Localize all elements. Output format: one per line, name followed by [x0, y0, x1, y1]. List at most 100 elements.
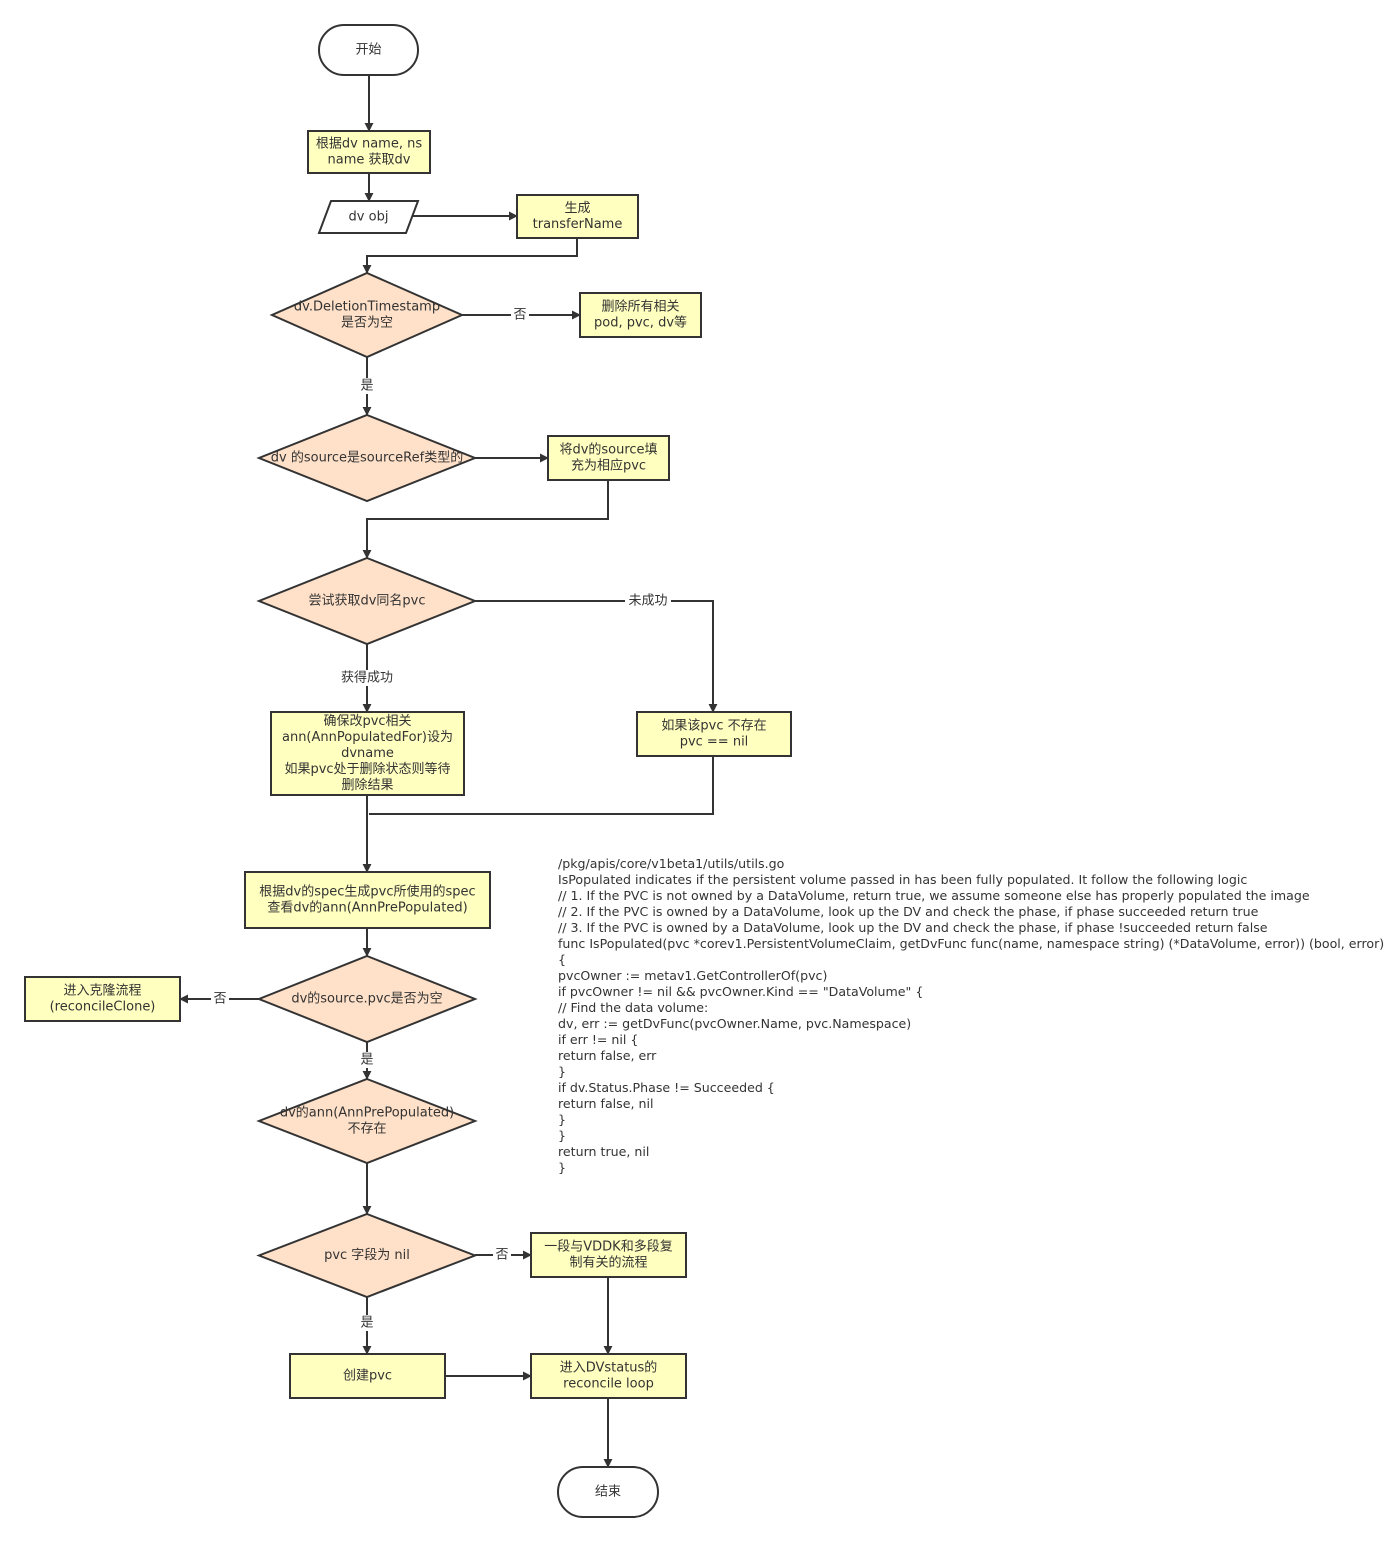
node-label: 结束	[595, 1485, 621, 1500]
process-shape	[547, 435, 670, 481]
node-label: 充为相应pvc	[571, 458, 646, 474]
code-line: }	[558, 1128, 567, 1143]
code-line: // 1. If the PVC is not owned by a DataV…	[558, 888, 1310, 903]
code-line: }	[558, 1160, 567, 1175]
code-line: IsPopulated indicates if the persistent …	[558, 872, 1248, 887]
edge-check-source-pvc-to-check-ann-prepop: 是	[358, 1042, 376, 1080]
node-label: 是否为空	[341, 316, 393, 331]
edge-label-bg	[211, 991, 229, 1007]
process-shape	[516, 194, 639, 239]
node-check-ann-prepop: dv的ann(AnnPrePopulated)不存在	[256, 1077, 478, 1165]
edge-label: 是	[360, 379, 373, 394]
code-line: func IsPopulated(pvc *corev1.PersistentV…	[558, 936, 1385, 951]
node-label: 确保改pvc相关	[323, 714, 411, 729]
edge-label-bg	[358, 1315, 376, 1331]
edge-label: 获得成功	[341, 670, 393, 686]
edge-label: 未成功	[628, 594, 667, 609]
code-line: }	[558, 1112, 567, 1127]
node-label: 将dv的source填	[559, 442, 657, 458]
edge-fill-source-to-try-get-pvc	[362, 480, 609, 559]
process-shape	[579, 292, 702, 338]
node-label: (reconcileClone)	[50, 1000, 156, 1015]
data-shape	[317, 200, 420, 234]
process-shape	[530, 1232, 687, 1278]
node-label: 如果pvc处于删除状态则等待	[284, 761, 450, 777]
code-line: // 2. If the PVC is owned by a DataVolum…	[558, 904, 1259, 919]
code-line: if err != nil {	[558, 1032, 639, 1047]
edge-label-bg	[493, 1247, 511, 1263]
code-line: return false, nil	[558, 1096, 654, 1111]
node-label: 创建pvc	[343, 1369, 392, 1384]
node-ensure-ann: 确保改pvc相关ann(AnnPopulatedFor)设为dvname如果pv…	[270, 711, 465, 796]
code-line: }	[558, 1064, 567, 1079]
code-line: if dv.Status.Phase != Succeeded {	[558, 1080, 775, 1095]
decision-shape	[256, 1212, 478, 1299]
node-start: 开始	[318, 24, 419, 76]
code-line: // Find the data volume:	[558, 1000, 709, 1015]
code-line: /pkg/apis/core/v1beta1/utils/utils.go	[558, 856, 785, 871]
edge-label-bg	[511, 307, 529, 323]
node-label: name 获取dv	[328, 153, 411, 168]
node-check-sourceref: dv 的source是sourceRef类型的	[256, 413, 478, 503]
decision-shape	[256, 556, 478, 646]
edge-try-get-pvc-to-pvc-not-exist: 未成功	[475, 593, 718, 713]
node-label: dvname	[341, 746, 394, 761]
code-line: // 3. If the PVC is owned by a DataVolum…	[558, 920, 1268, 935]
node-create-pvc: 创建pvc	[289, 1353, 446, 1399]
decision-shape	[256, 954, 478, 1044]
edge-label: 否	[513, 308, 526, 323]
edge-label-bg	[625, 593, 671, 609]
edge-label: 否	[213, 992, 226, 1007]
node-label: 进入DVstatus的	[560, 1360, 658, 1376]
edge-label: 是	[360, 1053, 373, 1068]
edge-label-bg	[337, 670, 397, 686]
process-shape	[307, 130, 431, 174]
process-shape	[636, 711, 792, 757]
edge-line	[369, 756, 714, 815]
edge-label: 否	[495, 1248, 508, 1263]
code-line: pvcOwner := metav1.GetControllerOf(pvc)	[558, 968, 828, 983]
code-line: dv, err := getDvFunc(pvcOwner.Name, pvc.…	[558, 1016, 912, 1031]
node-label: pvc == nil	[680, 735, 749, 750]
node-label: 查看dv的ann(AnnPrePopulated)	[267, 900, 467, 916]
process-shape	[270, 711, 465, 796]
code-line: if pvcOwner != nil && pvcOwner.Kind == "…	[558, 984, 924, 999]
edge-check-deletion-to-delete-related: 否	[462, 307, 581, 323]
edge-label-bg	[358, 378, 376, 394]
decision-shape	[269, 271, 465, 359]
node-check-source-pvc: dv的source.pvc是否为空	[256, 954, 478, 1044]
node-label: 尝试获取dv同名pvc	[308, 593, 425, 609]
code-line: return false, err	[558, 1048, 657, 1063]
terminal-shape	[318, 24, 419, 76]
node-label: ann(AnnPopulatedFor)设为	[282, 730, 453, 745]
edge-check-pvc-nil-to-create-pvc: 是	[358, 1297, 376, 1355]
node-label: 制有关的流程	[569, 1255, 647, 1271]
decision-shape	[256, 413, 478, 503]
node-label: 不存在	[347, 1122, 386, 1137]
edge-label-bg	[358, 1052, 376, 1068]
node-label: dv 的source是sourceRef类型的	[271, 450, 463, 466]
edge-line	[362, 480, 609, 559]
code-line: return true, nil	[558, 1144, 650, 1159]
node-label: dv的ann(AnnPrePopulated)	[280, 1105, 454, 1121]
node-gen-spec: 根据dv的spec生成pvc所使用的spec查看dv的ann(AnnPrePop…	[244, 871, 491, 929]
node-label: 如果该pvc 不存在	[661, 718, 766, 734]
code-line: {	[558, 952, 567, 967]
node-label: dv obj	[349, 210, 389, 225]
node-try-get-pvc: 尝试获取dv同名pvc	[256, 556, 478, 646]
process-shape	[289, 1353, 446, 1399]
node-label: 根据dv name, ns	[316, 137, 422, 152]
process-shape	[530, 1353, 687, 1399]
edge-try-get-pvc-to-ensure-ann: 获得成功	[337, 644, 397, 713]
